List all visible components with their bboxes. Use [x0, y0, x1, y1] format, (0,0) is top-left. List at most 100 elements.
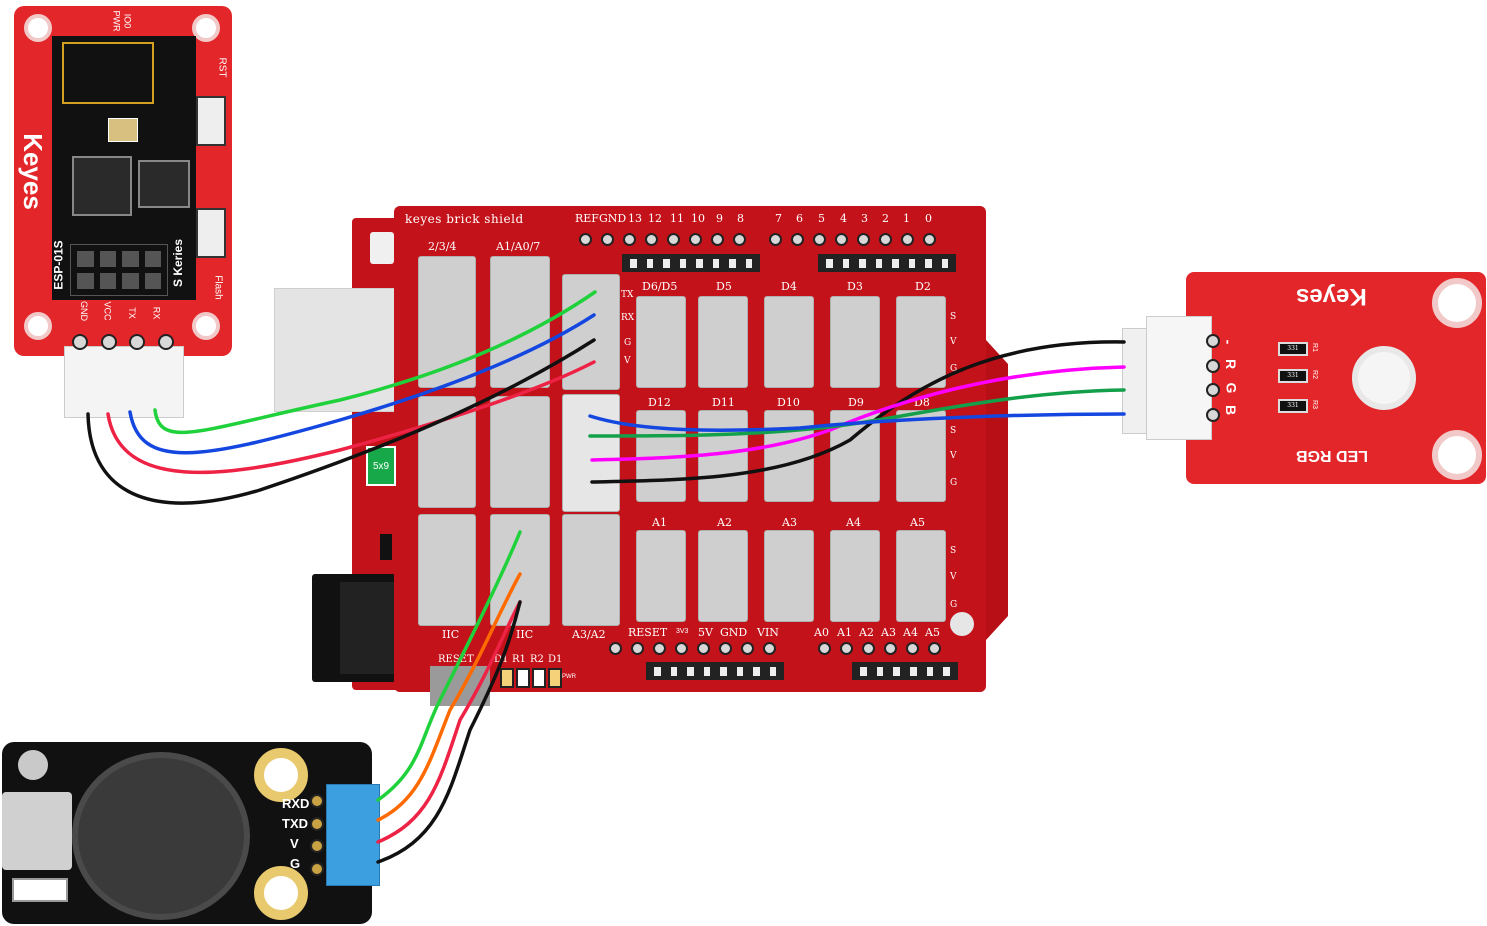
- led-d1: [500, 668, 514, 688]
- port-iic-1[interactable]: [418, 514, 476, 626]
- rgb-connector-pins: [1206, 334, 1222, 422]
- mount-hole: [192, 14, 220, 42]
- analog-label: A1: [837, 626, 852, 639]
- analog-strip: [852, 662, 958, 680]
- pin-g: G: [950, 364, 958, 374]
- port-a3a2[interactable]: [562, 514, 620, 626]
- header-label: 3: [861, 212, 868, 225]
- digital-header-strip: [622, 254, 760, 272]
- port-d2[interactable]: [896, 296, 946, 388]
- wire-black-mp3: [376, 600, 522, 864]
- port-a4[interactable]: [830, 530, 880, 622]
- digital-header-high[interactable]: [579, 233, 746, 246]
- port-label: D11: [712, 396, 735, 409]
- port-11-10-9[interactable]: [490, 396, 550, 508]
- usb-c-port[interactable]: [2, 792, 72, 870]
- uart-v: V: [624, 356, 631, 366]
- port-label: D4: [781, 280, 797, 293]
- port-pwm[interactable]: [562, 394, 620, 512]
- led-r1: [516, 668, 530, 688]
- port-d3[interactable]: [830, 296, 880, 388]
- led-r2: [532, 668, 546, 688]
- header-label: 0: [925, 212, 932, 225]
- power-label: VIN: [757, 626, 779, 639]
- flash-button[interactable]: [196, 208, 226, 258]
- mic-icon: [18, 750, 48, 780]
- pin-v: V: [950, 572, 957, 582]
- port-label: A1: [652, 516, 667, 529]
- rst-button[interactable]: [196, 96, 226, 146]
- digital-header-low[interactable]: [769, 233, 936, 246]
- header-label: GND: [599, 212, 627, 225]
- port-d10[interactable]: [764, 410, 814, 502]
- shield-title: keyes brick shield: [405, 212, 524, 226]
- header-label: 9: [716, 212, 723, 225]
- port-label: D9: [848, 396, 864, 409]
- wire-blue-rgb: [588, 412, 1126, 432]
- col-header: A1/A0/7: [496, 240, 541, 253]
- uart-rx: RX: [621, 313, 635, 323]
- mount-hole: [1432, 430, 1482, 480]
- rgb-led: [1352, 346, 1416, 410]
- resistor-r2: 331: [1278, 369, 1308, 383]
- reset-button[interactable]: [370, 232, 394, 264]
- pin-v: V: [950, 337, 957, 347]
- port-label: D12: [648, 396, 671, 409]
- iic-label: IIC: [442, 628, 460, 641]
- port-label: A3: [782, 516, 797, 529]
- mp3-connector-pins: [310, 794, 326, 876]
- wire-black-rgb: [590, 340, 1126, 484]
- mp3-pin-txd: TXD: [282, 816, 308, 831]
- col-header: 2/3/4: [428, 240, 457, 253]
- header-label: 10: [691, 212, 705, 225]
- header-label: REF: [575, 212, 599, 225]
- port-13-12[interactable]: [418, 396, 476, 508]
- port-label: D6/D5: [642, 280, 678, 293]
- power-header[interactable]: [609, 642, 776, 655]
- analog-header[interactable]: [818, 642, 941, 655]
- port-d6d5[interactable]: [636, 296, 686, 388]
- port-label: A4: [846, 516, 861, 529]
- port-a5[interactable]: [896, 530, 946, 622]
- port-d5[interactable]: [698, 296, 748, 388]
- mount-hole: [254, 866, 308, 920]
- resistor-r3: 331: [1278, 399, 1308, 413]
- port-a3[interactable]: [764, 530, 814, 622]
- header-label: 13: [628, 212, 642, 225]
- analog-label: A0: [814, 626, 829, 639]
- esp-connector[interactable]: [64, 346, 184, 418]
- header-label: 1: [903, 212, 910, 225]
- rgb-connector-body[interactable]: [1146, 316, 1212, 440]
- wire-green-mp3: [376, 530, 522, 802]
- power-label: 5V: [698, 626, 713, 639]
- mp3-connector[interactable]: [326, 784, 380, 886]
- port-label: D2: [915, 280, 931, 293]
- port-d8[interactable]: [896, 410, 946, 502]
- wire-blue-esp: [128, 313, 596, 455]
- wire-orange-mp3: [376, 572, 522, 822]
- chip-5x9: 5x9: [366, 446, 396, 486]
- mount-hole: [1432, 278, 1482, 328]
- header-label: 2: [882, 212, 889, 225]
- pin-s: S: [950, 546, 957, 556]
- wire-magenta-rgb: [590, 365, 1126, 462]
- led-pwr: [548, 668, 562, 688]
- port-d4[interactable]: [764, 296, 814, 388]
- port-a1[interactable]: [636, 530, 686, 622]
- power-label: RESET: [628, 626, 668, 639]
- pin-v: V: [950, 451, 957, 461]
- speaker: [72, 752, 250, 920]
- pin-s: S: [950, 426, 957, 436]
- esp-header[interactable]: [70, 244, 168, 296]
- a3a2-label: A3/A2: [572, 628, 606, 641]
- pin-g: G: [950, 478, 958, 488]
- mount-hole: [192, 312, 220, 340]
- header-label: 12: [648, 212, 662, 225]
- header-label: 11: [670, 212, 684, 225]
- pwr-label: PWR: [562, 674, 576, 680]
- slide-switch[interactable]: [12, 878, 68, 902]
- analog-label: A3: [881, 626, 896, 639]
- esp-connector-pins: [72, 334, 174, 352]
- power-label: 3V3: [676, 628, 689, 635]
- port-a2[interactable]: [698, 530, 748, 622]
